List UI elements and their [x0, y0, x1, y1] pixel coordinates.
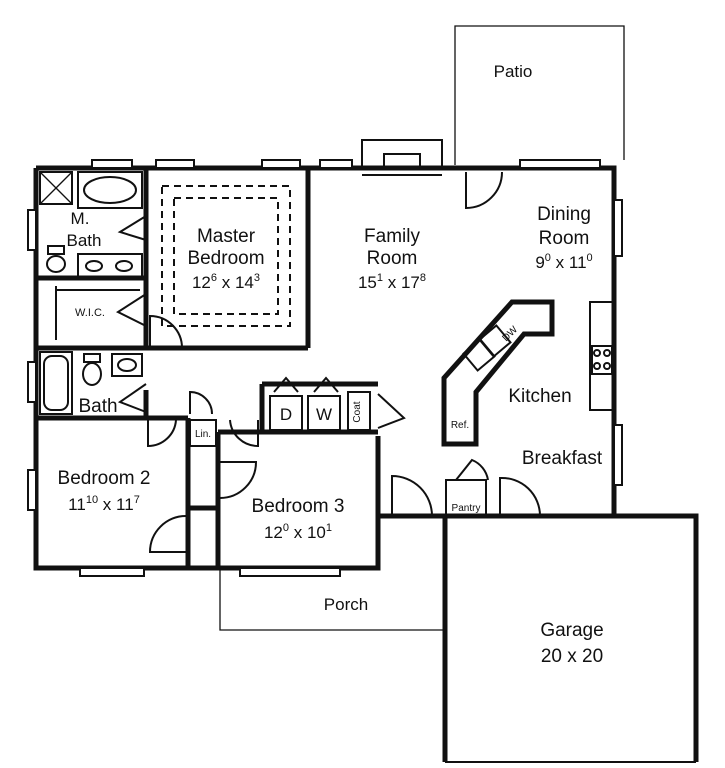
- window: [79, 567, 145, 577]
- door-swing: [117, 215, 147, 241]
- hallway: Lin. D W Coat: [147, 376, 406, 448]
- bath-label: Bath: [78, 396, 117, 417]
- window: [27, 361, 37, 403]
- vanity-icon: [77, 253, 143, 279]
- patio: Patio: [454, 25, 625, 165]
- shower-icon: [39, 171, 73, 205]
- toilet-icon: [46, 255, 66, 273]
- bedroom-2-dimensions: 1110 x 117: [68, 494, 140, 514]
- patio-door-swing: [465, 171, 503, 210]
- breakfast-label: Breakfast: [522, 448, 603, 469]
- window: [261, 159, 301, 169]
- kitchen: DW Ref. Kitchen Breakfast Pantry: [441, 299, 615, 517]
- kitchen-label: Kitchen: [508, 386, 571, 407]
- washer-icon: [307, 395, 341, 431]
- window: [519, 159, 601, 169]
- bedroom-3-dimensions: 120 x 101: [264, 522, 332, 542]
- tray-ceiling: [161, 185, 291, 327]
- door-swing: [148, 515, 187, 553]
- door-swing: [189, 390, 213, 415]
- hall-bath: Bath: [39, 351, 147, 417]
- windows: [27, 159, 623, 577]
- garage: Garage 20 x 20: [442, 513, 699, 763]
- m-bath-label-1: M.: [71, 209, 90, 228]
- master-bedroom-label-1: Master: [197, 226, 256, 247]
- linen-closet: [189, 419, 217, 447]
- window: [613, 424, 623, 486]
- dining-room-label-1: Dining: [537, 204, 591, 225]
- coat-label: Coat: [352, 401, 363, 422]
- tub-icon: [39, 351, 73, 415]
- walk-in-closet: W.I.C.: [55, 286, 147, 340]
- entry-door-swing: [391, 474, 433, 517]
- bedroom-2-label: Bedroom 2: [58, 468, 151, 489]
- range-icon: [591, 345, 613, 375]
- bedroom-2: Bedroom 2 1110 x 117: [58, 468, 187, 553]
- toilet-icon: [82, 362, 102, 386]
- tub-icon: [77, 171, 143, 209]
- sink-icon: [462, 338, 496, 372]
- master-bedroom-label-2: Bedroom: [187, 248, 264, 269]
- door-swing: [377, 393, 406, 429]
- family-room-label-1: Family: [364, 226, 420, 247]
- family-room-dimensions: 151 x 178: [358, 272, 426, 292]
- washer-label: W: [316, 405, 332, 424]
- master-bedroom-dimensions: 126 x 143: [192, 272, 260, 292]
- window: [27, 209, 37, 251]
- patio-label: Patio: [494, 62, 533, 81]
- dining-room: Dining Room 90 x 110: [535, 204, 592, 272]
- m-bath: M. Bath: [39, 171, 147, 279]
- bedroom-3: Bedroom 3 120 x 101: [219, 461, 345, 542]
- dryer-label: D: [280, 405, 292, 424]
- window: [27, 469, 37, 511]
- window: [613, 199, 623, 257]
- kitchen-counter: [441, 299, 555, 447]
- range-counter: [589, 301, 615, 411]
- door-swing: [229, 419, 259, 448]
- door-swing: [149, 314, 183, 349]
- master-bedroom: Master Bedroom 126 x 143: [149, 185, 291, 349]
- door-swing: [147, 419, 177, 448]
- window: [91, 159, 133, 169]
- pantry-label: Pantry: [452, 503, 481, 514]
- door-swing: [117, 383, 147, 413]
- window: [155, 159, 195, 169]
- dining-room-label-2: Room: [539, 228, 590, 249]
- garage-dimensions: 20 x 20: [541, 646, 603, 667]
- m-bath-label-2: Bath: [67, 231, 102, 250]
- sink-icon: [111, 353, 143, 377]
- family-room-label-2: Room: [367, 248, 418, 269]
- window: [319, 159, 353, 169]
- window: [239, 567, 341, 577]
- porch-label: Porch: [324, 595, 368, 614]
- family-room: Family Room 151 x 178: [358, 171, 503, 292]
- porch: Porch: [219, 568, 445, 631]
- dining-room-dimensions: 90 x 110: [535, 252, 592, 272]
- door-swing: [219, 461, 258, 499]
- garage-door-swing: [499, 476, 542, 517]
- door-swing: [455, 458, 489, 481]
- bedroom-3-label: Bedroom 3: [252, 496, 345, 517]
- wic-label: W.I.C.: [75, 307, 105, 319]
- door-swing: [115, 293, 147, 327]
- linen-label: Lin.: [195, 429, 211, 440]
- vent-icon: [313, 376, 339, 393]
- garage-label: Garage: [540, 620, 603, 641]
- fireplace-icon: [361, 139, 443, 176]
- dryer-icon: [269, 395, 303, 431]
- coat-closet: [347, 391, 371, 431]
- vent-icon: [273, 376, 299, 393]
- refrigerator-label: Ref.: [451, 420, 469, 431]
